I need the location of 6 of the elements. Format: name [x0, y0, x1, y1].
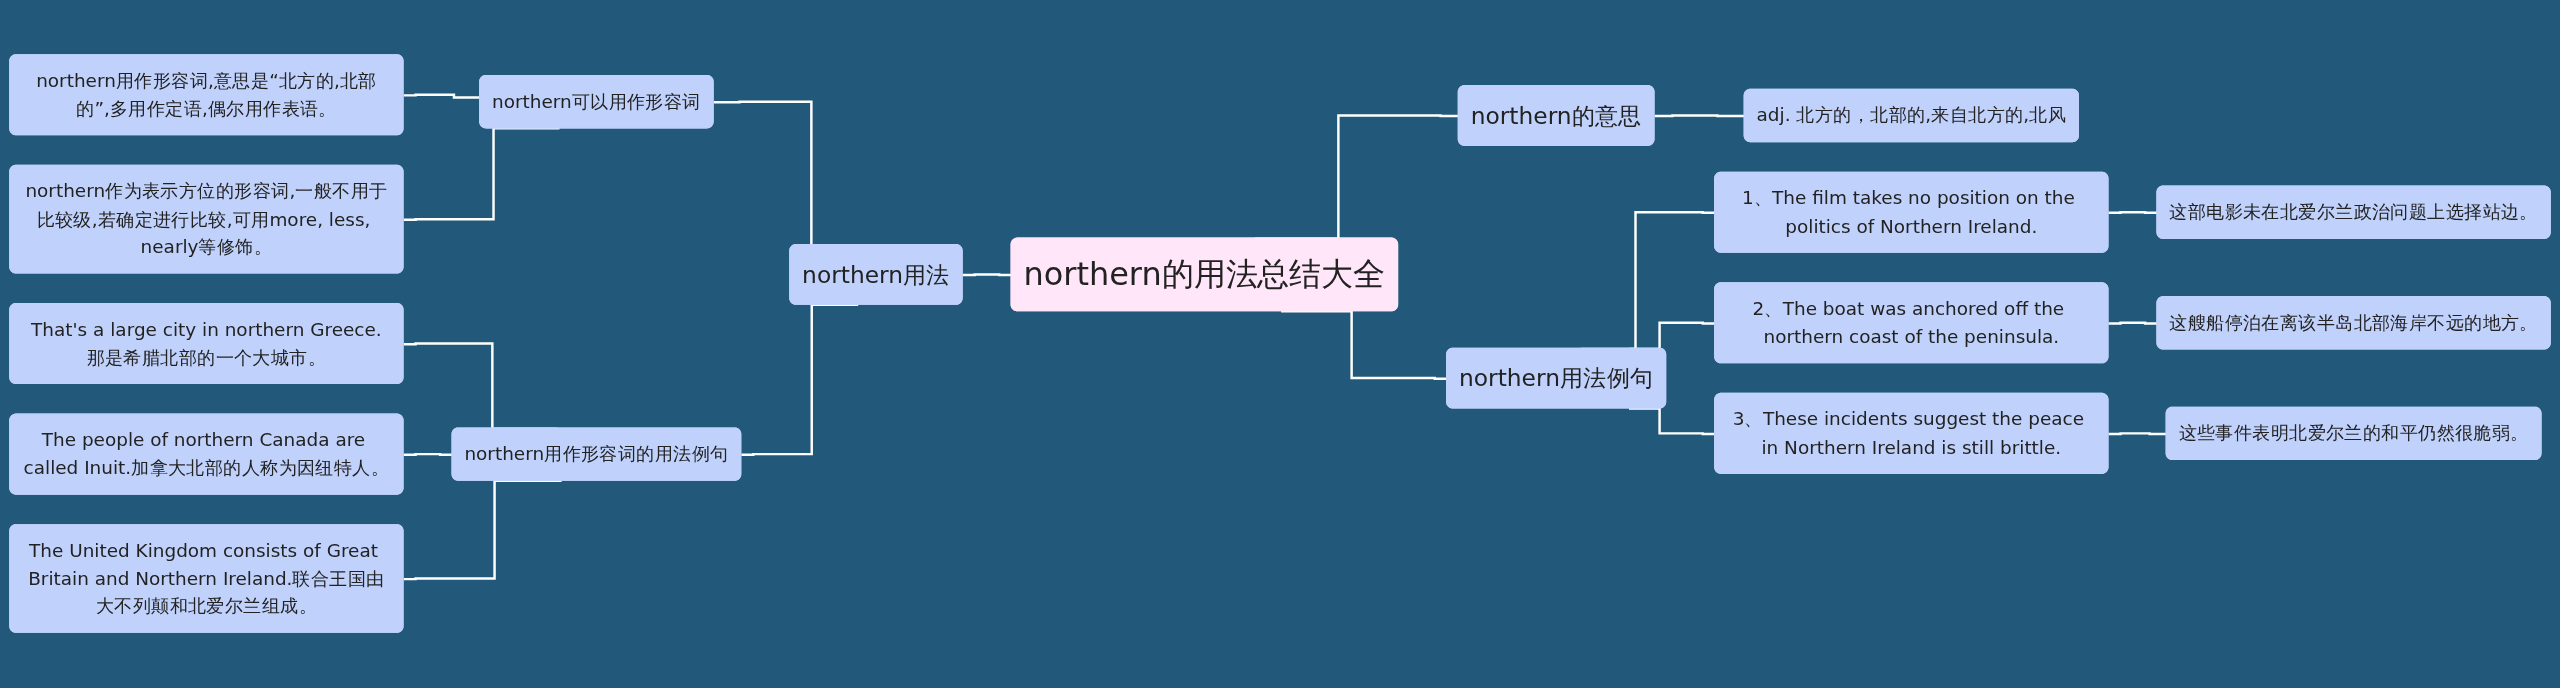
- connector: [2108, 432, 2167, 436]
- connector: [403, 453, 453, 457]
- connector: [962, 273, 1012, 277]
- connector: [1654, 114, 1745, 118]
- connector: [2108, 322, 2158, 326]
- connector: [2108, 211, 2158, 215]
